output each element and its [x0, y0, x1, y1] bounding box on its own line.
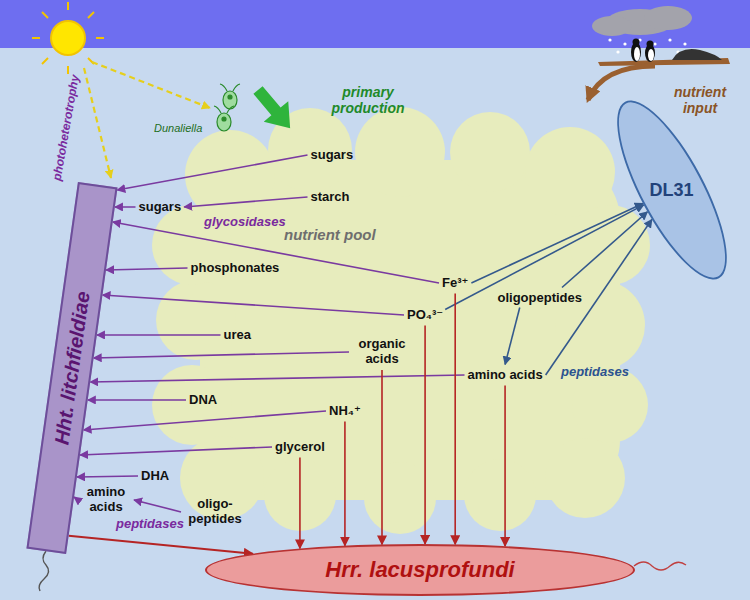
label-holder: phosphonates: [191, 261, 280, 276]
nutrient-label: organic acids: [359, 336, 406, 366]
uptake-arrow: [90, 375, 464, 382]
label-holder: Dunaliella: [154, 122, 202, 135]
label-holder: oligopeptides: [498, 291, 583, 306]
nutrient-label: DHA: [141, 468, 169, 483]
light-ray: [92, 62, 210, 108]
conversion-arrow: [184, 197, 307, 207]
uptake-arrow: [88, 399, 186, 401]
enzyme-label: peptidases: [561, 364, 629, 379]
nutrient-label: sugars: [311, 147, 354, 162]
flagellum: [634, 562, 686, 570]
label-holder: NH₄⁺: [329, 404, 361, 419]
flagellum: [39, 551, 48, 591]
label-holder: peptidases: [116, 517, 184, 532]
label-holder: amino acids: [81, 485, 131, 515]
uptake-arrow: [344, 421, 346, 545]
uptake-arrow: [102, 295, 404, 315]
label-holder: organic acids: [352, 337, 412, 367]
label-holder: DNA: [189, 393, 217, 408]
uptake-arrow: [115, 206, 136, 208]
nutrient-label: phosphonates: [191, 260, 280, 275]
node-text: nutrient pool: [284, 226, 376, 243]
nutrient-label: glycerol: [275, 439, 325, 454]
seal: [672, 49, 722, 60]
light-ray: [84, 68, 111, 178]
label-holder: Fe³⁺: [442, 276, 468, 291]
uptake-arrow: [94, 352, 349, 358]
label-holder: oligo-peptides: [184, 497, 246, 527]
label-holder: urea: [224, 328, 251, 343]
uptake-arrow: [454, 293, 456, 544]
label-holder: nutrient input: [664, 84, 736, 116]
uptake-arrow: [562, 212, 647, 288]
nutrient-label: oligopeptides: [498, 290, 583, 305]
nutrient-label: starch: [311, 189, 350, 204]
uptake-arrow: [445, 205, 644, 310]
nutrient-label: amino acids: [87, 484, 125, 514]
label-holder: starch: [311, 190, 350, 205]
label-holder: primary production: [321, 84, 416, 116]
uptake-arrow: [299, 457, 301, 548]
production-arrow: [246, 80, 303, 139]
organism-cell: Hrr. lacusprofundi: [205, 544, 635, 596]
penguins: [631, 39, 655, 63]
enzyme-label: peptidases: [116, 516, 184, 531]
conversion-arrow: [505, 307, 520, 364]
nutrient-label: Fe³⁺: [442, 275, 468, 290]
nutrient-label: NH₄⁺: [329, 403, 361, 418]
sky-band: [0, 0, 750, 48]
uptake-arrow: [113, 222, 439, 283]
text-holder: nutrient pool: [284, 226, 376, 244]
nutrient-label: urea: [224, 327, 251, 342]
label-holder: glycerol: [275, 440, 325, 455]
uptake-arrow: [424, 325, 426, 544]
input-arrow: [588, 66, 655, 100]
rain-cloud: [592, 6, 692, 54]
label-holder: peptidases: [561, 365, 629, 380]
process-label: nutrient input: [674, 84, 726, 116]
nutrient-label: DNA: [189, 392, 217, 407]
uptake-arrow: [77, 476, 138, 477]
process-label: primary production: [331, 84, 404, 116]
uptake-arrow: [80, 447, 272, 455]
uptake-arrow: [504, 385, 506, 546]
uptake-arrow: [106, 268, 188, 270]
node-text: Hrr. lacusprofundi: [325, 557, 514, 583]
nutrient-label: sugars: [139, 199, 182, 214]
nutrient-label: amino acids: [468, 367, 543, 382]
nutrient-label: PO₄³⁻: [407, 307, 443, 322]
label-holder: PO₄³⁻: [407, 308, 443, 323]
label-holder: sugars: [311, 148, 354, 163]
node-text: DL31: [650, 179, 694, 200]
conversion-arrow: [134, 500, 181, 512]
algae-cell: [214, 84, 240, 131]
label-holder: DHA: [141, 469, 169, 484]
label-holder: sugars: [139, 200, 182, 215]
label-holder: amino acids: [468, 368, 543, 383]
nutrient-label: oligo-peptides: [188, 496, 241, 526]
uptake-arrow: [97, 334, 221, 336]
uptake-arrow: [74, 497, 78, 500]
connector-arrow: [69, 536, 253, 554]
enzyme-label: glycosidases: [204, 214, 286, 229]
label-holder: glycosidases: [204, 215, 286, 230]
uptake-arrow: [83, 411, 326, 430]
uptake-arrow: [117, 155, 307, 190]
uptake-arrow: [381, 370, 383, 545]
organism-label: Dunaliella: [154, 122, 202, 134]
nutrient-cloud: [152, 107, 650, 534]
